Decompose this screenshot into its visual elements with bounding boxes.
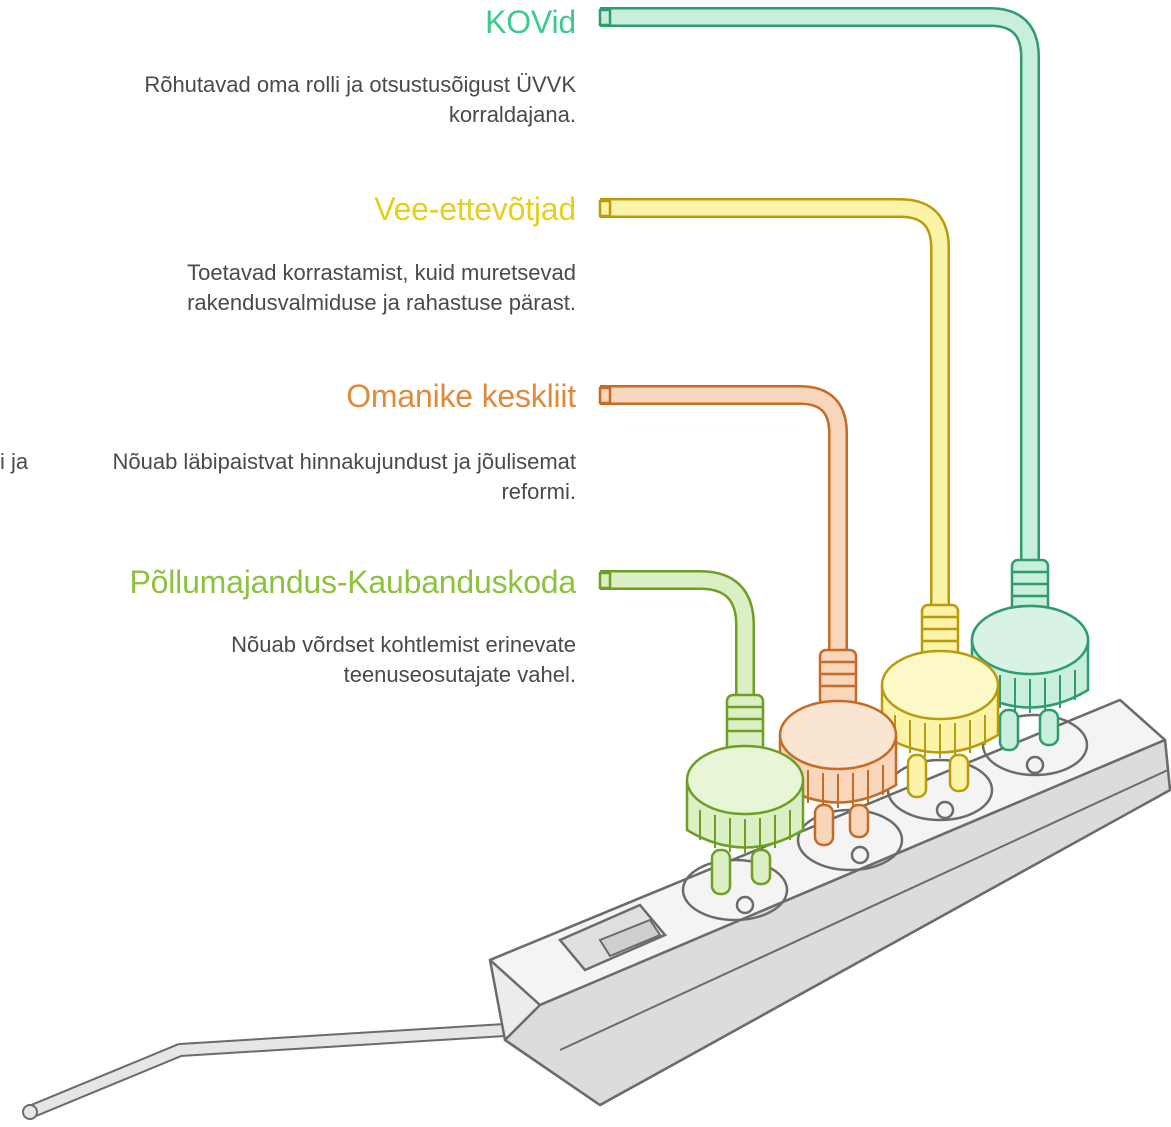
plug-omanike (778, 648, 898, 847)
plug-kovid (970, 558, 1090, 752)
clipped-text: i ja (0, 449, 29, 474)
stakeholder-description-kovid: Rõhutavad oma rolli ja otsustusõigust ÜV… (16, 70, 576, 130)
stakeholder-title-vee: Vee-ettevõtjad (374, 191, 576, 227)
cable-vee (600, 198, 950, 620)
cable-kovid (600, 7, 1040, 580)
cable-pollu (600, 570, 755, 710)
stakeholder-title-omanike: Omanike keskliit (346, 378, 576, 414)
stakeholder-description-pollu-text: Nõuab võrdset kohtlemist erinevate teenu… (231, 632, 576, 687)
stakeholder-description-omanike-text: Nõuab läbipaistvat hinnakujundust ja jõu… (112, 449, 576, 504)
cable-omanike (600, 385, 848, 670)
cable-end-vee (598, 199, 612, 218)
switch-icon (557, 903, 668, 972)
plug-vee (880, 603, 1000, 799)
plug-pollu (685, 693, 805, 896)
power-cable (22, 993, 576, 1120)
stakeholder-description-vee: Toetavad korrastamist, kuid muretsevad r… (16, 258, 576, 318)
stakeholder-description-omanike: Nõuab läbipaistvat hinnakujundust ja jõu… (16, 447, 576, 507)
cable-end-omanike (598, 386, 612, 405)
cable-end-kovid (598, 8, 612, 27)
stakeholder-description-pollu: Nõuab võrdset kohtlemist erinevate teenu… (16, 630, 576, 690)
stakeholder-title-kovid: KOVid (485, 4, 576, 40)
stakeholder-description-kovid-text: Rõhutavad oma rolli ja otsustusõigust ÜV… (144, 72, 576, 127)
stakeholder-description-vee-text: Toetavad korrastamist, kuid muretsevad r… (187, 260, 576, 315)
stakeholder-title-pollu: Põllumajandus-Kaubanduskoda (129, 564, 577, 600)
cable-end-pollu (598, 571, 612, 590)
